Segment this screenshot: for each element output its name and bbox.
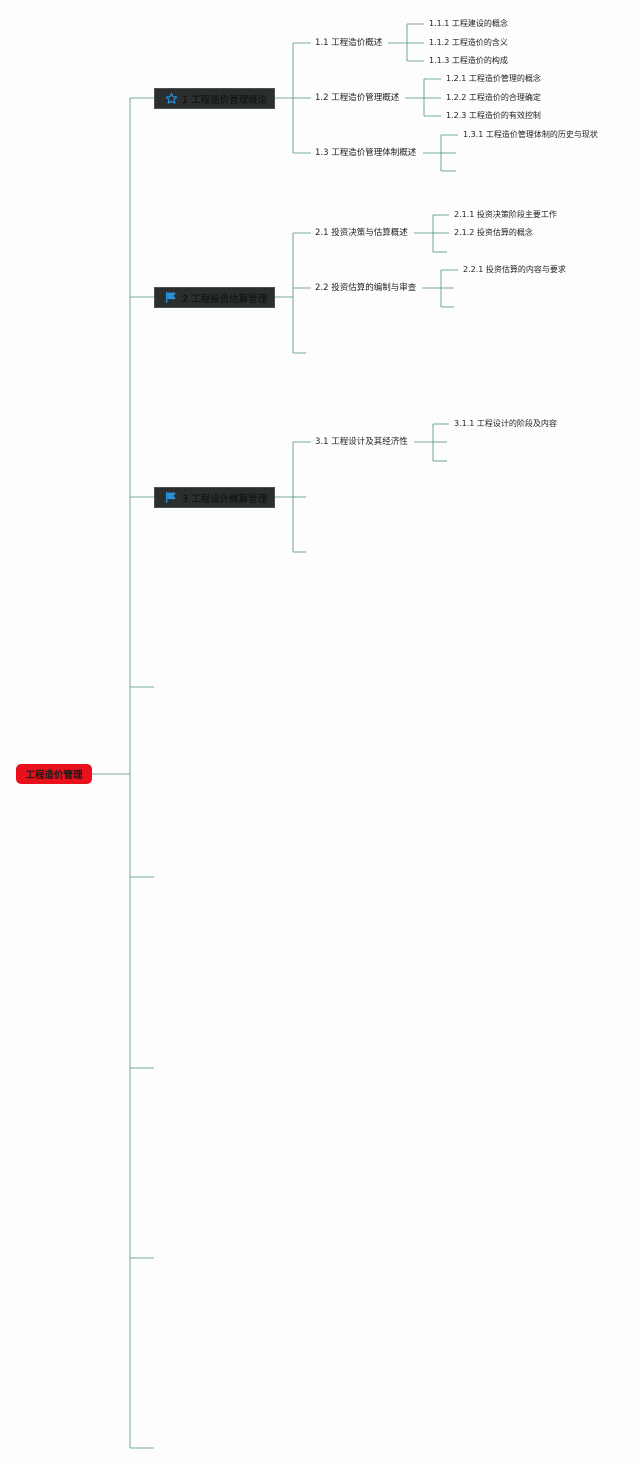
leaf-node-2-2-1[interactable]: 2.2.1 投资估算的内容与要求: [463, 265, 566, 274]
leaf-node-2-1-1[interactable]: 2.1.1 投资决策阶段主要工作: [454, 210, 557, 219]
sub-node-2-2[interactable]: 2.2 投资估算的编制与审查: [315, 283, 417, 293]
main-node-2-label: 2 工程投资估算管理: [182, 293, 268, 305]
leaf-node-1-3-1[interactable]: 1.3.1 工程造价管理体制的历史与现状: [463, 130, 598, 139]
flag-icon: [164, 491, 178, 505]
star-outline-icon: [164, 92, 178, 106]
main-node-2[interactable]: 2 工程投资估算管理: [154, 287, 275, 308]
leaf-node-1-2-3[interactable]: 1.2.3 工程造价的有效控制: [446, 111, 541, 120]
root-node[interactable]: 工程造价管理: [16, 764, 92, 784]
main-node-3-label: 3 工程设计概算管理: [182, 493, 268, 505]
main-node-1[interactable]: 1 工程造价管理概论: [154, 88, 275, 109]
sub-node-1-3[interactable]: 1.3 工程造价管理体制概述: [315, 148, 417, 158]
leaf-node-1-2-2[interactable]: 1.2.2 工程造价的合理确定: [446, 93, 541, 102]
flag-icon: [164, 291, 178, 305]
sub-node-2-1[interactable]: 2.1 投资决策与估算概述: [315, 228, 408, 238]
sub-node-1-1[interactable]: 1.1 工程造价概述: [315, 38, 383, 48]
leaf-node-1-1-3[interactable]: 1.1.3 工程造价的构成: [429, 56, 508, 65]
root-node-label: 工程造价管理: [25, 770, 83, 781]
leaf-node-1-1-1[interactable]: 1.1.1 工程建设的概念: [429, 19, 508, 28]
sub-node-1-2[interactable]: 1.2 工程造价管理概述: [315, 93, 400, 103]
leaf-node-1-1-2[interactable]: 1.1.2 工程造价的含义: [429, 38, 508, 47]
main-node-3[interactable]: 3 工程设计概算管理: [154, 487, 275, 508]
leaf-node-3-1-1[interactable]: 3.1.1 工程设计的阶段及内容: [454, 419, 557, 428]
leaf-node-1-2-1[interactable]: 1.2.1 工程造价管理的概念: [446, 74, 541, 83]
sub-node-3-1[interactable]: 3.1 工程设计及其经济性: [315, 437, 408, 447]
leaf-node-2-1-2[interactable]: 2.1.2 投资估算的概念: [454, 228, 533, 237]
main-node-1-label: 1 工程造价管理概论: [182, 94, 268, 106]
